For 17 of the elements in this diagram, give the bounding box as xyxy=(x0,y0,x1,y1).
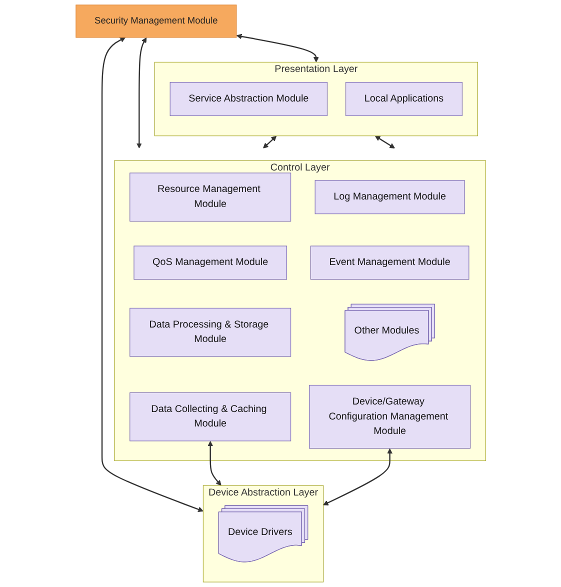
node-box: Device/Gateway Configuration Management Module xyxy=(308,384,470,449)
node-box: Resource Management Module xyxy=(129,172,291,222)
node-box: QoS Management Module xyxy=(133,246,287,280)
node-box: Data Collecting & Caching Module xyxy=(129,392,291,442)
node-box: Log Management Module xyxy=(314,180,464,214)
arrow xyxy=(236,34,319,62)
arrow xyxy=(322,448,392,506)
arrow xyxy=(374,136,395,148)
arrow xyxy=(207,440,222,486)
node-box: Security Management Module xyxy=(75,4,236,38)
arrow xyxy=(101,37,204,512)
arrow xyxy=(262,136,276,148)
node-box: Local Applications xyxy=(345,82,462,116)
node-box: Event Management Module xyxy=(310,246,469,280)
node-box: Service Abstraction Module xyxy=(169,82,328,116)
arrow xyxy=(136,37,146,148)
node-box: Data Processing & Storage Module xyxy=(129,308,291,357)
